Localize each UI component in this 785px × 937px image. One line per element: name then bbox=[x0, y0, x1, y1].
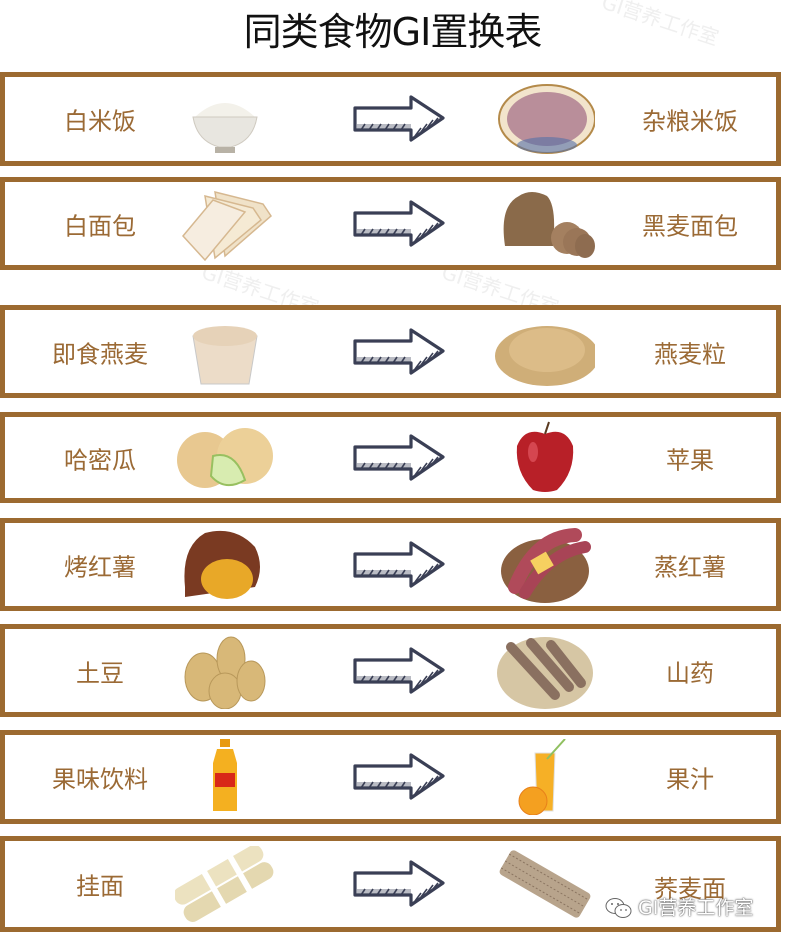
arrow-right-icon bbox=[349, 199, 449, 249]
substitution-row: 土豆 山药 bbox=[0, 624, 781, 717]
brand-label: GI营养工作室 bbox=[638, 897, 754, 919]
substitution-row: 即食燕麦 燕麦粒 bbox=[0, 305, 781, 398]
substitute-food-label: 杂粮米饭 bbox=[642, 107, 738, 136]
orange-juice-icon bbox=[495, 738, 595, 816]
brand-badge: GI营养工作室 bbox=[604, 893, 753, 923]
buckwheat-noodles-icon bbox=[495, 846, 595, 922]
page-title: 同类食物GI置换表 bbox=[243, 10, 543, 54]
substitute-food-label: 荞麦面 bbox=[654, 875, 726, 903]
arrow-right-icon bbox=[349, 646, 449, 696]
original-food-label: 白米饭 bbox=[64, 107, 136, 136]
original-food-label: 土豆 bbox=[76, 659, 124, 687]
original-food-label: 挂面 bbox=[76, 872, 124, 901]
rye-bread-icon bbox=[495, 186, 595, 262]
substitute-food-label: 果汁 bbox=[666, 765, 714, 794]
original-food-label: 哈密瓜 bbox=[64, 446, 136, 474]
wechat-icon bbox=[605, 898, 632, 918]
substitution-row: 果味饮料 果汁 bbox=[0, 730, 781, 824]
arrow-right-icon bbox=[349, 433, 449, 483]
instant-oats-icon bbox=[175, 314, 275, 390]
yam-icon bbox=[495, 633, 595, 709]
substitution-row: 哈密瓜 苹果 bbox=[0, 412, 781, 503]
substitute-food-label: 燕麦粒 bbox=[654, 340, 726, 368]
arrow-right-icon bbox=[349, 540, 449, 590]
original-food-label: 果味饮料 bbox=[52, 765, 148, 794]
arrow-right-icon bbox=[349, 94, 449, 144]
roasted-sweet-potato-icon bbox=[175, 527, 275, 603]
arrow-right-icon bbox=[349, 752, 449, 802]
substitute-food-label: 苹果 bbox=[666, 446, 714, 474]
substitution-row: 白面包 黑麦面包 bbox=[0, 177, 781, 270]
substitute-food-label: 山药 bbox=[666, 659, 714, 687]
steamed-sweet-potato-icon bbox=[495, 527, 595, 603]
original-food-label: 即食燕麦 bbox=[52, 340, 148, 368]
substitute-food-label: 蒸红薯 bbox=[654, 553, 726, 581]
cantaloupe-icon bbox=[175, 420, 275, 496]
dried-noodles-icon bbox=[173, 844, 275, 922]
oat-groats-icon bbox=[495, 314, 599, 390]
white-bread-icon bbox=[175, 186, 275, 262]
arrow-right-icon bbox=[349, 327, 449, 377]
substitution-row: 烤红薯 蒸红薯 bbox=[0, 518, 781, 611]
potato-icon bbox=[175, 633, 275, 709]
rice-bowl-icon bbox=[175, 81, 275, 157]
original-food-label: 烤红薯 bbox=[64, 553, 136, 581]
substitute-food-label: 黑麦面包 bbox=[642, 212, 738, 240]
substitution-row: 白米饭 杂粮米饭 bbox=[0, 72, 781, 166]
substitution-row: 挂面 荞麦面 bbox=[0, 836, 781, 932]
juice-bottle-icon bbox=[175, 739, 275, 815]
original-food-label: 白面包 bbox=[64, 212, 136, 240]
apple-icon bbox=[495, 420, 595, 496]
mixed-grain-rice-icon bbox=[495, 81, 596, 157]
arrow-right-icon bbox=[349, 859, 449, 909]
